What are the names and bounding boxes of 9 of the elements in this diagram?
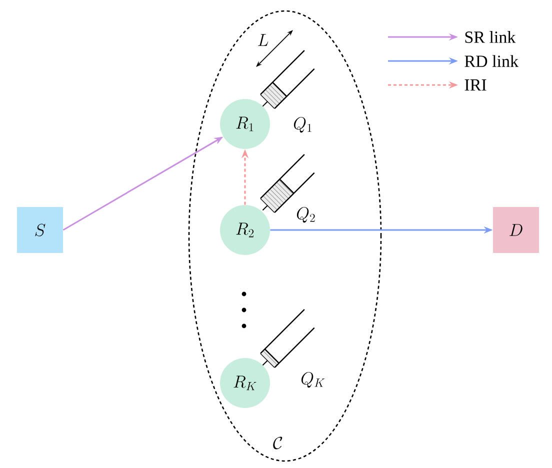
math-label: $Q_2$ xyxy=(296,207,315,223)
legend-text: SR link xyxy=(465,31,516,43)
legend-text: IRI xyxy=(464,79,486,91)
square-node: $D$ xyxy=(493,207,539,253)
math-label: $Q_1$ xyxy=(294,117,312,133)
math-label: $Q_K$ xyxy=(301,372,325,388)
square-node: $S$ xyxy=(17,207,63,253)
legend-text: RD link xyxy=(464,55,519,67)
math-label: $L$ xyxy=(258,34,268,46)
